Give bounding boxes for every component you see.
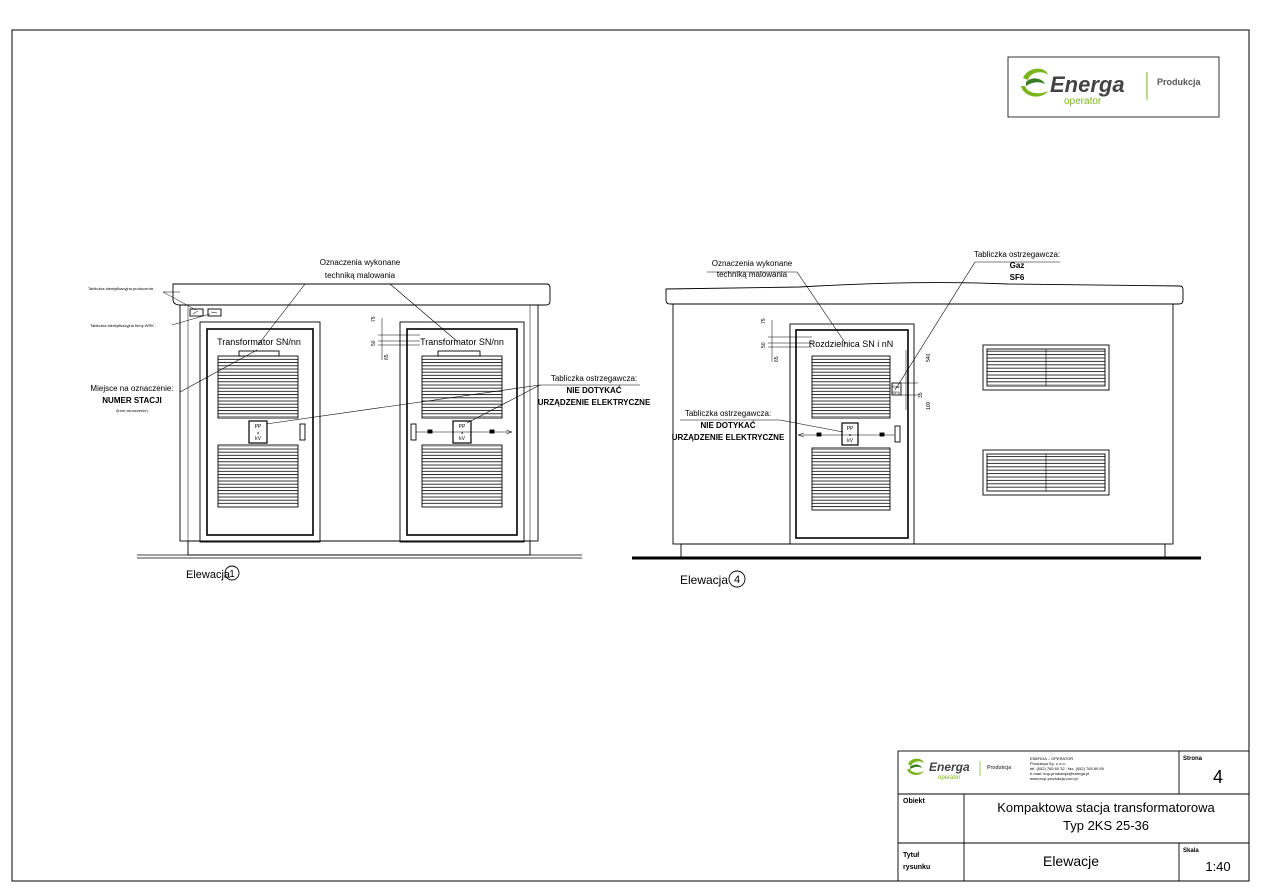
e1-warning-1: Tabliczka ostrzegawcza: bbox=[551, 374, 637, 383]
e4-gas-warning-2: Gaz bbox=[1010, 261, 1025, 270]
svg-text:a: a bbox=[849, 432, 852, 437]
e4-gas-plate: Gaz SF6 bbox=[892, 384, 900, 395]
svg-text:a: a bbox=[257, 430, 260, 435]
svg-text:SF6: SF6 bbox=[892, 390, 900, 395]
e1-warning-3: URZĄDZENIE ELEKTRYCZNE bbox=[538, 398, 651, 407]
svg-text:tel. (052) 765 60 32 ; fax. (0: tel. (052) 765 60 32 ; fax. (052) 765 60… bbox=[1030, 766, 1105, 771]
e1-door-right-title: Transformator SN/nn bbox=[420, 337, 504, 347]
e1-callout-line2: techniką malowania bbox=[325, 271, 396, 280]
e4-gas-warning-1: Tabliczka ostrzegawcza: bbox=[974, 250, 1060, 259]
e4-warning-2: NIE DOTYKAĆ bbox=[700, 421, 755, 430]
e1-callout-line1: Oznaczenia wykonane bbox=[320, 258, 401, 267]
e4-door-title: Rozdzielnica SN i nN bbox=[809, 339, 894, 349]
svg-text:1: 1 bbox=[229, 569, 235, 580]
logo-brand: Energa bbox=[1050, 72, 1125, 97]
svg-text:Produkcja: Produkcja bbox=[987, 765, 1011, 771]
e1-place-marking-1: Miejsce na oznaczenie: bbox=[90, 384, 173, 393]
header-logo: Energa operator Produkcja bbox=[1007, 56, 1220, 118]
svg-text:ENERGA – OPERATOR: ENERGA – OPERATOR bbox=[1030, 756, 1073, 761]
svg-text:www.eop-produkcja.com.pl: www.eop-produkcja.com.pl bbox=[1030, 776, 1078, 781]
svg-text:Elewacja: Elewacja bbox=[680, 573, 728, 587]
svg-text:Elewacja: Elewacja bbox=[186, 569, 231, 581]
title-block-logo: Energa operator Produkcja bbox=[907, 758, 1011, 781]
e4-warning-3: URZĄDZENIE ELEKTRYCZNE bbox=[672, 433, 785, 442]
svg-text:e-mail: eop-produkcja@energa.p: e-mail: eop-produkcja@energa.pl bbox=[1030, 771, 1089, 776]
svg-text:PP: PP bbox=[847, 426, 854, 432]
e1-warning-2: NIE DOTYKAĆ bbox=[566, 386, 621, 395]
e1-left-plate: PP a kV bbox=[255, 424, 262, 442]
e4-callout-line2: techniką malowania bbox=[717, 270, 788, 279]
e4-dim-100: 100 bbox=[926, 401, 932, 410]
scale-value: 1:40 bbox=[1205, 859, 1230, 874]
scale-label: Skala bbox=[1183, 848, 1199, 854]
energa-swirl-icon bbox=[1021, 68, 1048, 97]
e1-plate-producer: Tabliczka identyfikacyjna producenta bbox=[88, 286, 154, 291]
e1-door-left-title: Transformator SN/nn bbox=[217, 337, 301, 347]
e4-callout-line1: Oznaczenia wykonane bbox=[712, 259, 793, 268]
svg-text:kV: kV bbox=[847, 438, 854, 444]
e4-door-plate: PP a kV bbox=[847, 426, 854, 444]
svg-text:PP: PP bbox=[459, 424, 466, 430]
svg-text:operator: operator bbox=[938, 775, 960, 781]
object-label: Obiekt bbox=[903, 798, 925, 805]
e1-place-marking-2: NUMER STACJI bbox=[102, 396, 161, 405]
sheet-border bbox=[11, 29, 1250, 882]
e4-dim-540: 540 bbox=[926, 353, 932, 362]
e1-dim-65: 65 bbox=[384, 354, 390, 360]
e1-dim-75: 75 bbox=[371, 316, 377, 322]
drawing-title: Elewacje bbox=[1043, 853, 1099, 869]
e1-right-plate: PP a kV bbox=[459, 424, 466, 442]
svg-text:4: 4 bbox=[734, 574, 740, 586]
e1-dim-50: 50 bbox=[371, 340, 377, 346]
svg-text:PP: PP bbox=[255, 424, 262, 430]
svg-text:a: a bbox=[461, 430, 464, 435]
logo-division: Produkcja bbox=[1157, 77, 1202, 87]
e4-dim-50: 50 bbox=[761, 342, 767, 348]
e1-plate-operator: Tabliczka identyfikacyjna firmy WRK bbox=[90, 323, 154, 328]
svg-text:Energa: Energa bbox=[929, 760, 970, 774]
e4-dim-35: 35 bbox=[918, 392, 924, 398]
drawing-label-2: rysunku bbox=[903, 864, 930, 871]
elevation-4 bbox=[632, 261, 1201, 560]
e1-elevation-label: Elewacja 1 bbox=[186, 565, 240, 581]
e4-gas-warning-3: SF6 bbox=[1010, 273, 1025, 282]
logo-sub: operator bbox=[1064, 96, 1102, 107]
title-block-company: ENERGA – OPERATOR Produkcja Sp. z o.o. t… bbox=[1030, 756, 1105, 781]
e4-dim-65: 65 bbox=[774, 356, 780, 362]
title-block bbox=[897, 750, 1250, 882]
e4-warning-1: Tabliczka ostrzegawcza: bbox=[685, 409, 771, 418]
object-title-2: Typ 2KS 25-36 bbox=[1063, 818, 1149, 833]
object-title-1: Kompaktowa stacja transformatorowa bbox=[997, 800, 1215, 815]
sheet-label: Strona bbox=[1183, 756, 1203, 762]
elevation-1 bbox=[137, 283, 640, 559]
svg-text:Gaz: Gaz bbox=[892, 384, 899, 389]
sheet-number: 4 bbox=[1213, 767, 1223, 787]
e1-place-marking-3: (inne oznaczenie) bbox=[116, 408, 148, 413]
svg-text:kV: kV bbox=[255, 436, 262, 442]
drawing-label-1: Tytuł bbox=[903, 852, 919, 859]
e4-elevation-label: Elewacja 4 bbox=[680, 570, 746, 588]
energa-swirl-icon bbox=[907, 758, 924, 775]
svg-text:Produkcja Sp. z o.o.: Produkcja Sp. z o.o. bbox=[1030, 761, 1066, 766]
svg-text:kV: kV bbox=[459, 436, 466, 442]
e4-dim-75: 75 bbox=[761, 318, 767, 324]
